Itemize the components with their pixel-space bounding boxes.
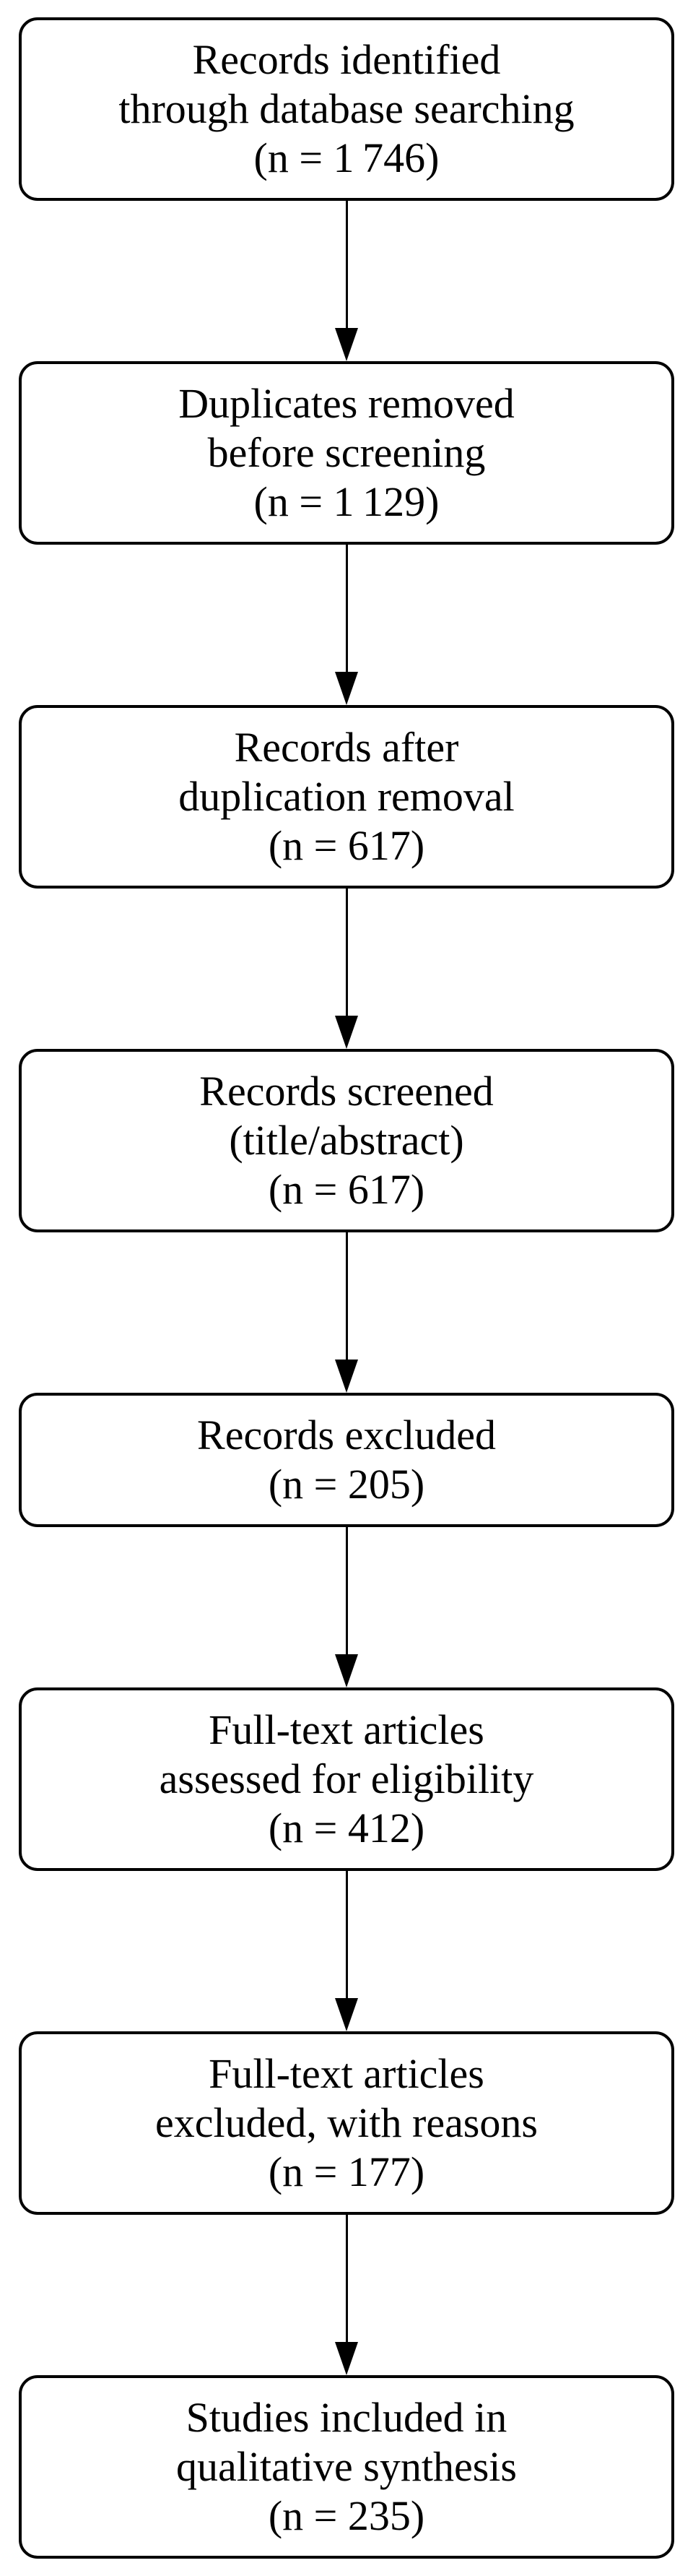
arrow-head-icon [335, 328, 358, 361]
flow-box-records-excluded: Records excluded (n = 205) [19, 1393, 674, 1527]
flow-box-fulltext-excluded: Full-text articles excluded, with reason… [19, 2031, 674, 2215]
box-text-line: before screening [207, 429, 486, 476]
box-text-line: Records identified [192, 36, 501, 83]
flow-box-duplicates-removed: Duplicates removed before screening (n =… [19, 361, 674, 545]
arrow-head-icon [335, 672, 358, 705]
arrow-shaft [345, 545, 348, 673]
flow-arrow [335, 1527, 358, 1687]
box-count-line: (n = 205) [268, 1461, 425, 1508]
box-text-line: (title/abstract) [229, 1117, 464, 1164]
box-count-line: (n = 235) [268, 2492, 425, 2539]
arrow-shaft [345, 889, 348, 1016]
box-text-line: Records after [234, 724, 459, 771]
box-count-line: (n = 1 746) [253, 134, 440, 181]
box-text-line: assessed for eligibility [159, 1755, 534, 1802]
arrow-head-icon [335, 1360, 358, 1393]
arrow-head-icon [335, 2342, 358, 2375]
arrow-shaft [345, 201, 348, 329]
box-text-line: through database searching [118, 85, 575, 132]
flow-arrow [335, 545, 358, 705]
arrow-head-icon [335, 1016, 358, 1049]
flow-arrow [335, 201, 358, 361]
box-text-line: Full-text articles [209, 2050, 484, 2097]
box-text-line: duplication removal [178, 773, 515, 820]
box-count-line: (n = 617) [268, 1166, 425, 1213]
box-text-line: qualitative synthesis [176, 2443, 517, 2490]
flow-arrow [335, 889, 358, 1049]
box-text-line: Records screened [199, 1068, 494, 1115]
arrow-shaft [345, 2215, 348, 2343]
box-count-line: (n = 1 129) [253, 478, 440, 525]
arrow-head-icon [335, 1998, 358, 2031]
box-text-line: Duplicates removed [178, 380, 515, 427]
box-text-line: Records excluded [197, 1412, 496, 1458]
flow-arrow [335, 1871, 358, 2031]
flow-box-records-identified: Records identified through database sear… [19, 17, 674, 201]
box-count-line: (n = 412) [268, 1805, 425, 1851]
arrow-shaft [345, 1527, 348, 1655]
box-text-line: excluded, with reasons [155, 2099, 538, 2146]
arrow-shaft [345, 1871, 348, 1999]
flow-arrow [335, 1232, 358, 1393]
flow-arrow [335, 2215, 358, 2375]
flow-box-records-screened: Records screened (title/abstract) (n = 6… [19, 1049, 674, 1232]
box-text-line: Full-text articles [209, 1706, 484, 1753]
box-text-line: Studies included in [186, 2394, 507, 2441]
arrow-shaft [345, 1232, 348, 1360]
flow-box-studies-included: Studies included in qualitative synthesi… [19, 2375, 674, 2559]
flow-box-records-after-dedup: Records after duplication removal (n = 6… [19, 705, 674, 889]
arrow-head-icon [335, 1654, 358, 1687]
box-count-line: (n = 617) [268, 822, 425, 869]
flow-box-fulltext-assessed: Full-text articles assessed for eligibil… [19, 1687, 674, 1871]
box-count-line: (n = 177) [268, 2148, 425, 2195]
